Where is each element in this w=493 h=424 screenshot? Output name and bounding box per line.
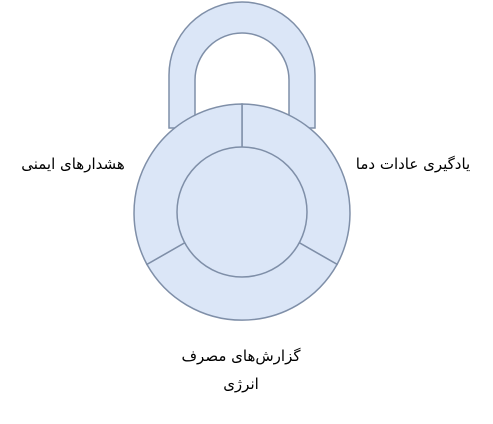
- lock-shackle: [168, 1, 316, 129]
- lock-core: [176, 146, 308, 278]
- label-segment-bottom-line-1: گزارش‌های مصرف: [182, 347, 302, 365]
- label-segment-top-left: هشدارهای ایمنی: [21, 155, 125, 173]
- label-segment-top-right: یادگیری عادات دما: [356, 155, 470, 173]
- label-segment-bottom-line-2: انرژی: [223, 375, 259, 393]
